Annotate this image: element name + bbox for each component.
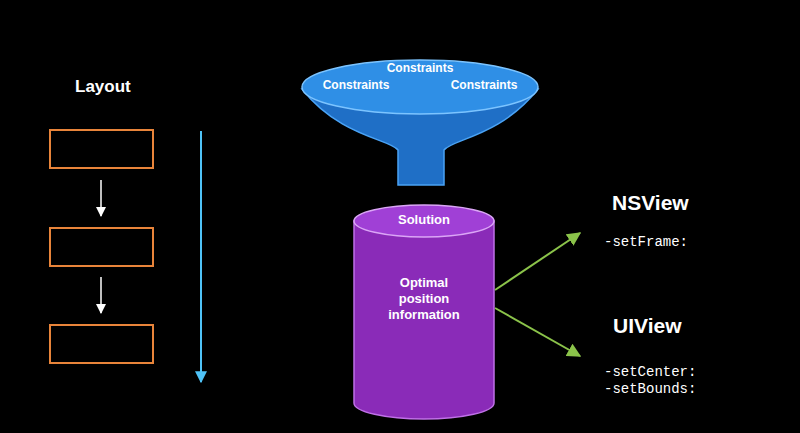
constraint-label: Constraints [387, 60, 454, 76]
cylinder-heading: Solution [398, 212, 450, 228]
direction-arrow [200, 131, 202, 382]
flow-arrow [100, 180, 102, 216]
column-title: Layout [75, 77, 131, 97]
cylinder-top [354, 205, 494, 237]
cylinder-body [354, 221, 494, 419]
method-name: -setCenter: -setBounds: [604, 364, 704, 398]
layout-box [50, 130, 153, 168]
cylinder-body-text: Optimal position information [374, 275, 474, 323]
class-name: NSView [612, 194, 689, 211]
method-name: -setFrame: [604, 234, 688, 251]
solution-cylinder: SolutionOptimal position information [353, 203, 495, 421]
layout-box [50, 325, 153, 363]
constraints-funnel: ConstraintsConstraintsConstraints [300, 57, 540, 189]
output-arrow [495, 233, 580, 290]
constraint-label: Constraints [323, 77, 390, 93]
output-arrow [495, 308, 580, 356]
funnel-shape [300, 57, 540, 189]
funnel-rim [302, 60, 538, 114]
flow-arrow [100, 277, 102, 313]
layout-box [50, 228, 153, 266]
constraint-label: Constraints [451, 77, 518, 93]
class-name: UIView [613, 317, 681, 334]
